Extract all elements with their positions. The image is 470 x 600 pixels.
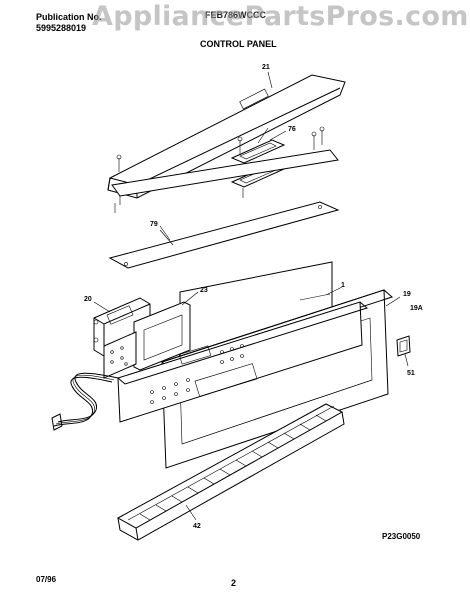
watermark-logo: AppliancePartsPros.com xyxy=(92,1,469,32)
callout-21: 21 xyxy=(262,64,270,71)
model-code: FEB786WCCC xyxy=(205,10,267,20)
publication-number: 5995288019 xyxy=(36,23,87,33)
callout-1: 1 xyxy=(341,282,345,289)
ribbon-cable xyxy=(51,372,119,431)
leader-lines xyxy=(93,71,409,521)
callout-42: 42 xyxy=(193,523,201,530)
part-51-badge xyxy=(396,335,411,357)
figure-code: P23G0050 xyxy=(382,532,421,541)
callout-23: 23 xyxy=(200,287,208,294)
callout-19: 19 xyxy=(403,291,411,298)
part-42-vent-grille xyxy=(116,403,345,541)
part-1-keypad-panel xyxy=(117,301,369,423)
callout-76: 76 xyxy=(288,126,296,133)
callout-19a: 19A xyxy=(410,305,423,312)
section-title: CONTROL PANEL xyxy=(200,39,277,49)
callout-51: 51 xyxy=(407,370,415,377)
callout-79: 79 xyxy=(150,221,158,228)
part-rail xyxy=(111,149,339,205)
part-23-bracket xyxy=(103,301,191,379)
callout-20: 20 xyxy=(84,296,92,303)
part-79-trim-strip xyxy=(108,201,340,269)
part-21-control-panel-top xyxy=(107,74,346,213)
footer-date: 07/96 xyxy=(36,575,57,584)
page-number: 2 xyxy=(231,578,237,588)
publication-label: Publication No. xyxy=(36,12,102,22)
